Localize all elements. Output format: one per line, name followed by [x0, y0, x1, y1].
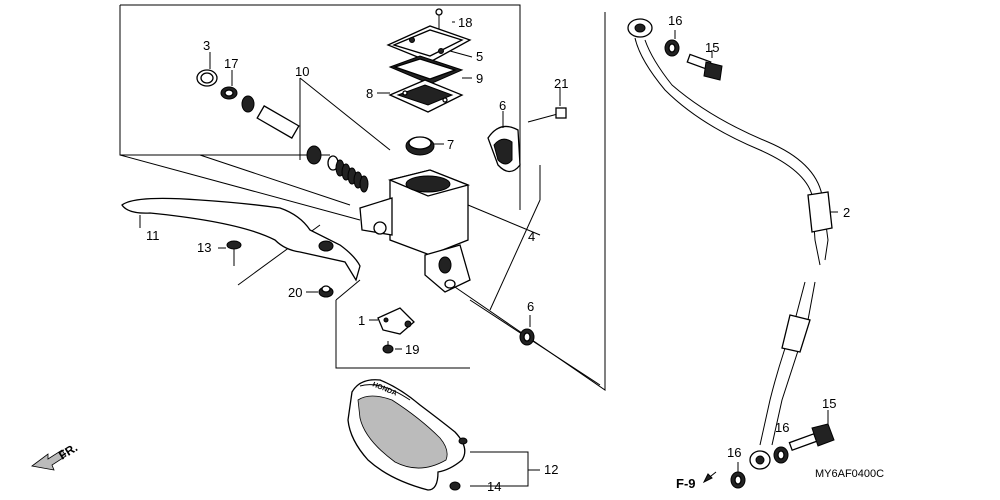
- label-11: 11: [146, 228, 160, 243]
- diagram-code: MY6AF0400C: [815, 468, 884, 480]
- sealing-washer-upper: [664, 30, 680, 57]
- spring: [335, 159, 369, 193]
- outline-frame: [119, 4, 606, 391]
- label-10: 10: [295, 64, 309, 79]
- label-3: 3: [203, 38, 210, 53]
- label-6-washer: 6: [527, 299, 534, 314]
- reference-arrow: [702, 471, 717, 484]
- label-8: 8: [366, 86, 373, 101]
- label-4: 4: [528, 229, 535, 244]
- label-9: 9: [476, 71, 483, 86]
- label-6-holder: 6: [499, 98, 506, 113]
- sealing-washer-bottom-right: [773, 446, 789, 464]
- reference-label: F-9: [676, 476, 696, 491]
- label-15-lower: 15: [822, 396, 836, 411]
- brake-lever: [121, 197, 361, 282]
- piston-kit: [196, 52, 391, 193]
- label-16-lower-left: 16: [727, 445, 741, 460]
- knuckle-guard: [347, 379, 540, 491]
- label-17: 17: [224, 56, 238, 71]
- pivot-bolt: [218, 240, 242, 266]
- sealing-washer-lower: [519, 315, 535, 346]
- label-2: 2: [843, 205, 850, 220]
- diaphragm-plate: [405, 136, 444, 156]
- reservoir-cap-assembly: [377, 8, 473, 113]
- label-21: 21: [554, 76, 568, 91]
- brake-light-switch: [369, 307, 415, 354]
- front-direction-arrow: [31, 449, 67, 471]
- oil-bolt-upper: [686, 50, 723, 81]
- label-16-upper: 16: [668, 13, 682, 28]
- label-5: 5: [476, 49, 483, 64]
- label-1: 1: [358, 313, 365, 328]
- sealing-washer-bottom-left: [730, 462, 746, 489]
- pivot-nut: [306, 285, 334, 298]
- brake-hose: [627, 18, 838, 470]
- label-16-lower-right: 16: [775, 420, 789, 435]
- label-18: 18: [458, 15, 472, 30]
- master-cylinder-body: [359, 169, 541, 293]
- label-12: 12: [544, 462, 558, 477]
- label-20: 20: [288, 285, 302, 300]
- oil-bolt-lower: [788, 410, 835, 452]
- master-cylinder-holder: [487, 88, 567, 173]
- label-13: 13: [197, 240, 211, 255]
- callout-labels: 18 5 9 8 7 3 17 10 6 21 4 11 13 20 1 19 …: [56, 13, 884, 494]
- label-19: 19: [405, 342, 419, 357]
- label-14: 14: [487, 479, 501, 494]
- label-15-upper: 15: [705, 40, 719, 55]
- label-7: 7: [447, 137, 454, 152]
